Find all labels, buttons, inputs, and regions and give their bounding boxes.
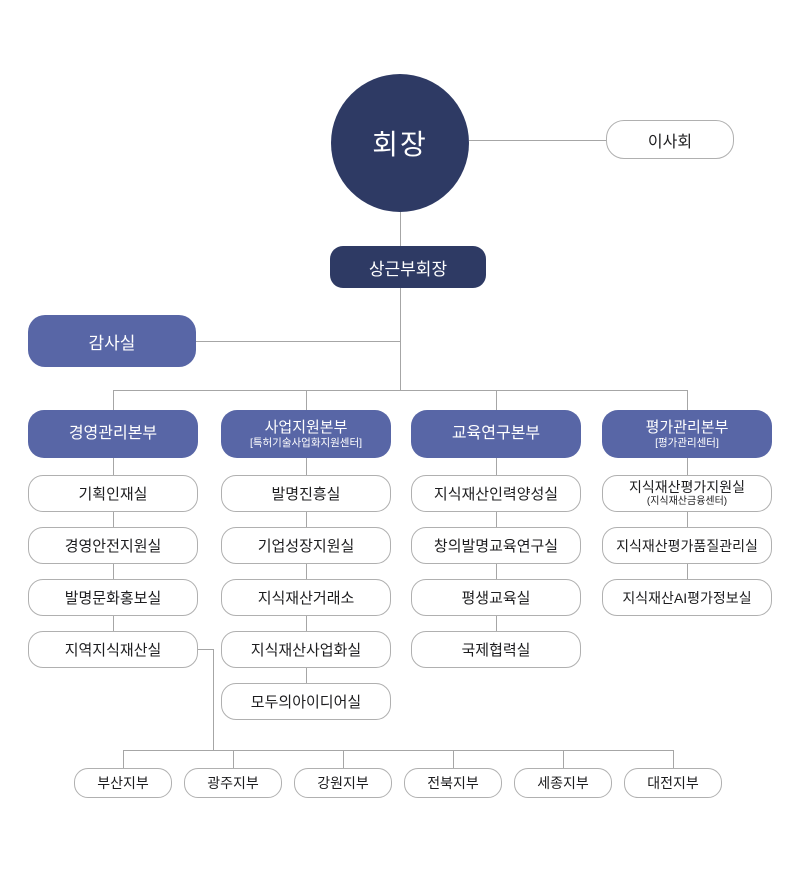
dept-box: 지식재산평가지원실 (지식재산금융센터) (602, 475, 772, 512)
dept-label: 기업성장지원실 (257, 538, 355, 555)
dept-label: 지역지식재산실 (64, 642, 162, 659)
connector-line (496, 512, 497, 527)
node-audit-office: 감사실 (28, 315, 196, 367)
dept-box: 지식재산AI평가정보실 (602, 579, 772, 616)
connector-line (113, 458, 114, 475)
connector-line (306, 458, 307, 475)
connector-regional-out (196, 649, 213, 650)
division-label: 경영관리본부 (68, 424, 158, 442)
division-label: 교육연구본부 (451, 424, 541, 442)
node-vice-chairman: 상근부회장 (330, 246, 486, 288)
dept-label: 지식재산인력양성실 (433, 486, 559, 503)
division-label: 평가관리본부 (645, 418, 729, 436)
connector-line (687, 512, 688, 527)
dept-label: 지식재산평가지원실 (629, 478, 745, 495)
division-header-business-support: 사업지원본부 [특허기술사업화지원센터] (221, 410, 391, 458)
connector-line (306, 564, 307, 579)
connector-line (113, 616, 114, 631)
dept-label: 지식재산거래소 (257, 590, 355, 607)
dept-label: 지식재산AI평가정보실 (622, 589, 752, 606)
division-header-evaluation-management: 평가관리본부 [평가관리센터] (602, 410, 772, 458)
dept-box: 모두의아이디어실 (221, 683, 391, 720)
connector-divisions-bar (113, 390, 687, 391)
node-chairman: 회장 (331, 74, 469, 212)
connector-line (496, 616, 497, 631)
connector-stub-branch-6 (673, 750, 674, 768)
connector-line (496, 458, 497, 475)
board-label: 이사회 (647, 133, 693, 151)
division-sublabel: [평가관리센터] (655, 436, 719, 449)
dept-box: 경영안전지원실 (28, 527, 198, 564)
connector-branches-bar (123, 750, 673, 751)
chairman-label: 회장 (372, 129, 428, 160)
dept-label: 모두의아이디어실 (250, 694, 362, 711)
node-board: 이사회 (606, 120, 734, 159)
dept-label: 지식재산사업화실 (250, 642, 362, 659)
vice-chairman-label: 상근부회장 (368, 259, 448, 279)
connector-stub-branch-5 (563, 750, 564, 768)
dept-box: 발명문화홍보실 (28, 579, 198, 616)
connector-chairman-board (469, 140, 606, 141)
dept-box: 지식재산거래소 (221, 579, 391, 616)
connector-line (687, 458, 688, 475)
division-header-education-research: 교육연구본부 (411, 410, 581, 458)
connector-stub-division-2 (306, 390, 307, 410)
branch-label: 강원지부 (317, 775, 369, 791)
dept-box: 국제협력실 (411, 631, 581, 668)
dept-box: 발명진흥실 (221, 475, 391, 512)
dept-box: 지식재산인력양성실 (411, 475, 581, 512)
connector-line (306, 512, 307, 527)
connector-line (113, 564, 114, 579)
branch-label: 세종지부 (537, 775, 589, 791)
connector-line (496, 564, 497, 579)
dept-label: 경영안전지원실 (64, 538, 162, 555)
dept-box: 평생교육실 (411, 579, 581, 616)
dept-label: 발명문화홍보실 (64, 590, 162, 607)
connector-stub-branch-1 (123, 750, 124, 768)
connector-line (306, 616, 307, 631)
branch-box-gwangju: 광주지부 (184, 768, 282, 798)
connector-line (306, 668, 307, 683)
dept-label: 지식재산평가품질관리실 (616, 537, 758, 554)
connector-line (113, 512, 114, 527)
branch-box-jeonbuk: 전북지부 (404, 768, 502, 798)
connector-stub-branch-4 (453, 750, 454, 768)
dept-box: 지식재산평가품질관리실 (602, 527, 772, 564)
dept-label: 발명진흥실 (271, 486, 341, 503)
connector-stub-branch-3 (343, 750, 344, 768)
connector-stub-division-4 (687, 390, 688, 410)
dept-box: 지식재산사업화실 (221, 631, 391, 668)
connector-stub-division-1 (113, 390, 114, 410)
branch-box-daejeon: 대전지부 (624, 768, 722, 798)
connector-trunk (400, 288, 401, 390)
branch-label: 부산지부 (97, 775, 149, 791)
dept-box: 기획인재실 (28, 475, 198, 512)
audit-label: 감사실 (88, 333, 136, 353)
division-header-management: 경영관리본부 (28, 410, 198, 458)
branch-box-sejong: 세종지부 (514, 768, 612, 798)
branch-label: 대전지부 (647, 775, 699, 791)
division-label: 사업지원본부 (264, 418, 348, 436)
division-sublabel: [특허기술사업화지원센터] (249, 436, 363, 449)
branch-box-busan: 부산지부 (74, 768, 172, 798)
connector-stub-division-3 (496, 390, 497, 410)
dept-label: 평생교육실 (461, 590, 531, 607)
connector-audit-trunk (196, 341, 400, 342)
dept-label: 기획인재실 (78, 486, 148, 503)
dept-box-regional-ip: 지역지식재산실 (28, 631, 198, 668)
connector-regional-down (213, 649, 214, 750)
dept-label: 창의발명교육연구실 (433, 538, 559, 555)
branch-label: 광주지부 (207, 775, 259, 791)
dept-sublabel: (지식재산금융센터) (646, 496, 728, 508)
connector-stub-branch-2 (233, 750, 234, 768)
dept-label: 국제협력실 (461, 642, 531, 659)
connector-line (687, 564, 688, 579)
branch-label: 전북지부 (427, 775, 479, 791)
dept-box: 기업성장지원실 (221, 527, 391, 564)
connector-chairman-vice (400, 212, 401, 246)
branch-box-gangwon: 강원지부 (294, 768, 392, 798)
dept-box: 창의발명교육연구실 (411, 527, 581, 564)
